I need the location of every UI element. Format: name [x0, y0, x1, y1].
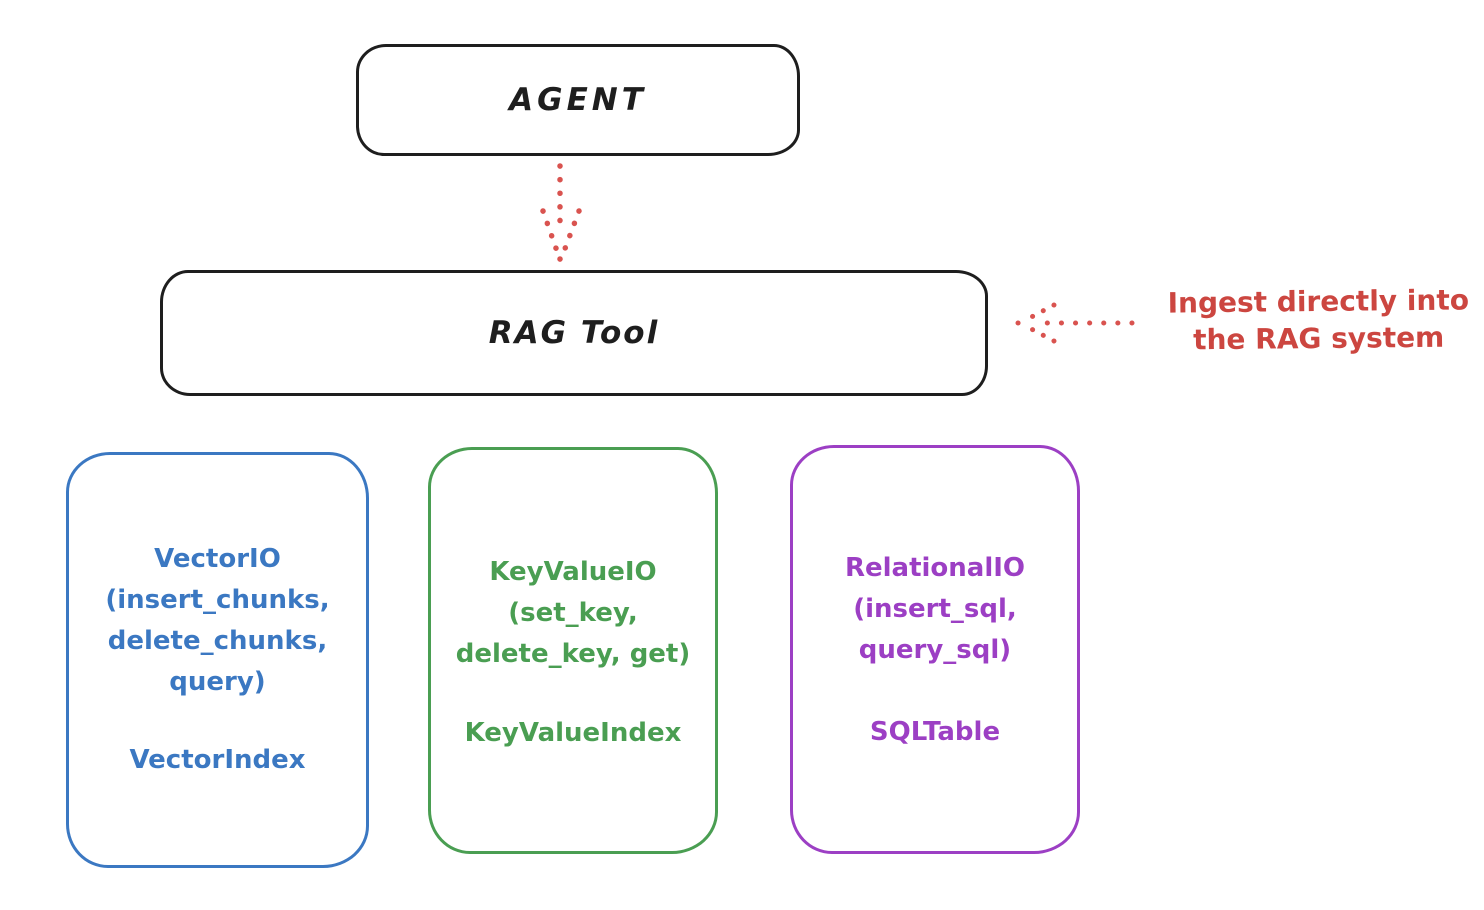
dotted-down-arrow-icon	[540, 163, 582, 262]
ingest-annotation-line2: the RAG system	[1192, 320, 1445, 357]
vector-index-label: VectorIndex	[129, 745, 306, 775]
rag-tool-box-label: RAG Tool	[488, 315, 660, 351]
relational-io-params-line1: (insert_sql,	[853, 594, 1017, 624]
keyvalue-index-label: KeyValueIndex	[464, 718, 682, 748]
dotted-left-arrow-icon	[1015, 302, 1135, 344]
vector-io-params-line2: delete_chunks,	[107, 626, 328, 656]
spacer	[431, 675, 715, 713]
ingest-annotation-line1: Ingest directly into	[1167, 283, 1470, 320]
relational-io-box: RelationalIO (insert_sql, query_sql) SQL…	[790, 445, 1080, 854]
vector-io-title: VectorIO	[154, 544, 281, 574]
rag-tool-box: RAG Tool	[160, 270, 988, 396]
vector-io-params-line1: (insert_chunks,	[105, 585, 330, 615]
relational-io-params-line2: query_sql)	[858, 635, 1012, 665]
keyvalue-io-title: KeyValueIO	[489, 557, 657, 587]
sql-table-label: SQLTable	[869, 717, 1001, 747]
vector-io-box-content: VectorIO (insert_chunks, delete_chunks, …	[69, 455, 366, 781]
relational-io-box-content: RelationalIO (insert_sql, query_sql) SQL…	[793, 448, 1077, 753]
keyvalue-io-box: KeyValueIO (set_key, delete_key, get) Ke…	[428, 447, 718, 854]
spacer	[69, 703, 366, 740]
vector-io-params-line3: query)	[169, 667, 266, 697]
agent-box: AGENT	[356, 44, 800, 156]
vector-io-box: VectorIO (insert_chunks, delete_chunks, …	[66, 452, 369, 868]
keyvalue-io-params-line1: (set_key,	[508, 598, 638, 628]
agent-box-label: AGENT	[509, 82, 647, 118]
keyvalue-io-box-content: KeyValueIO (set_key, delete_key, get) Ke…	[431, 450, 715, 754]
ingest-annotation: Ingest directly into the RAG system	[1146, 281, 1484, 359]
spacer	[793, 671, 1077, 712]
relational-io-title: RelationalIO	[844, 553, 1026, 583]
keyvalue-io-params-line2: delete_key, get)	[455, 639, 691, 669]
